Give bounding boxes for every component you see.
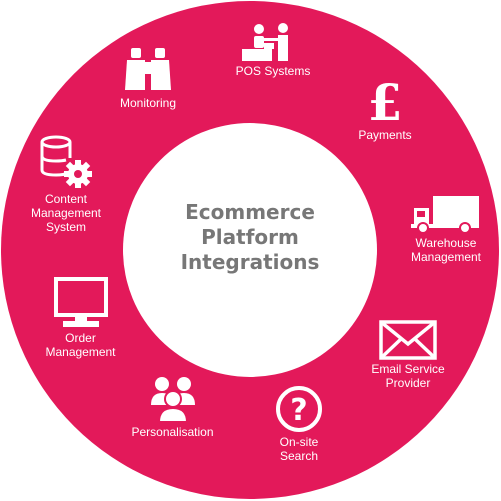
segment-label: Monitoring [119,96,177,110]
segment-content-management-system: Content Management System [18,134,114,234]
segment-personalisation: Personalisation [115,375,230,439]
segment-payments: £ Payments [340,76,430,142]
segment-label: Payments [358,128,412,142]
svg-text:£: £ [368,76,403,126]
segment-label: Email Service Provider [371,362,445,390]
segment-monitoring: Monitoring [100,46,196,110]
question-icon: ? [276,386,322,432]
segment-email-service-provider: Email Service Provider [356,320,460,390]
truck-icon [411,196,479,234]
segment-label: Warehouse Management [410,236,482,264]
database-gear-icon [40,135,92,188]
segment-order-management: Order Management [28,277,133,359]
pound-icon: £ [368,76,403,126]
segment-label: POS Systems [235,64,311,78]
segment-label: On-site Search [279,435,319,463]
segment-on-site-search: ? On-site Search [259,385,339,463]
inner-circle [123,123,377,377]
monitor-icon [53,277,108,327]
envelope-icon [379,320,437,360]
segment-label: Content Management System [30,192,102,234]
segment-pos-systems: POS Systems [218,22,328,78]
segment-warehouse-management: Warehouse Management [396,194,496,264]
segment-label: Order Management [45,331,116,359]
svg-text:?: ? [290,393,307,428]
people-icon [150,377,195,423]
binoculars-icon [125,48,171,90]
center-title: Ecommerce Platform Integrations [180,200,320,274]
pos-icon [242,23,288,61]
segment-label: Personalisation [131,425,214,439]
